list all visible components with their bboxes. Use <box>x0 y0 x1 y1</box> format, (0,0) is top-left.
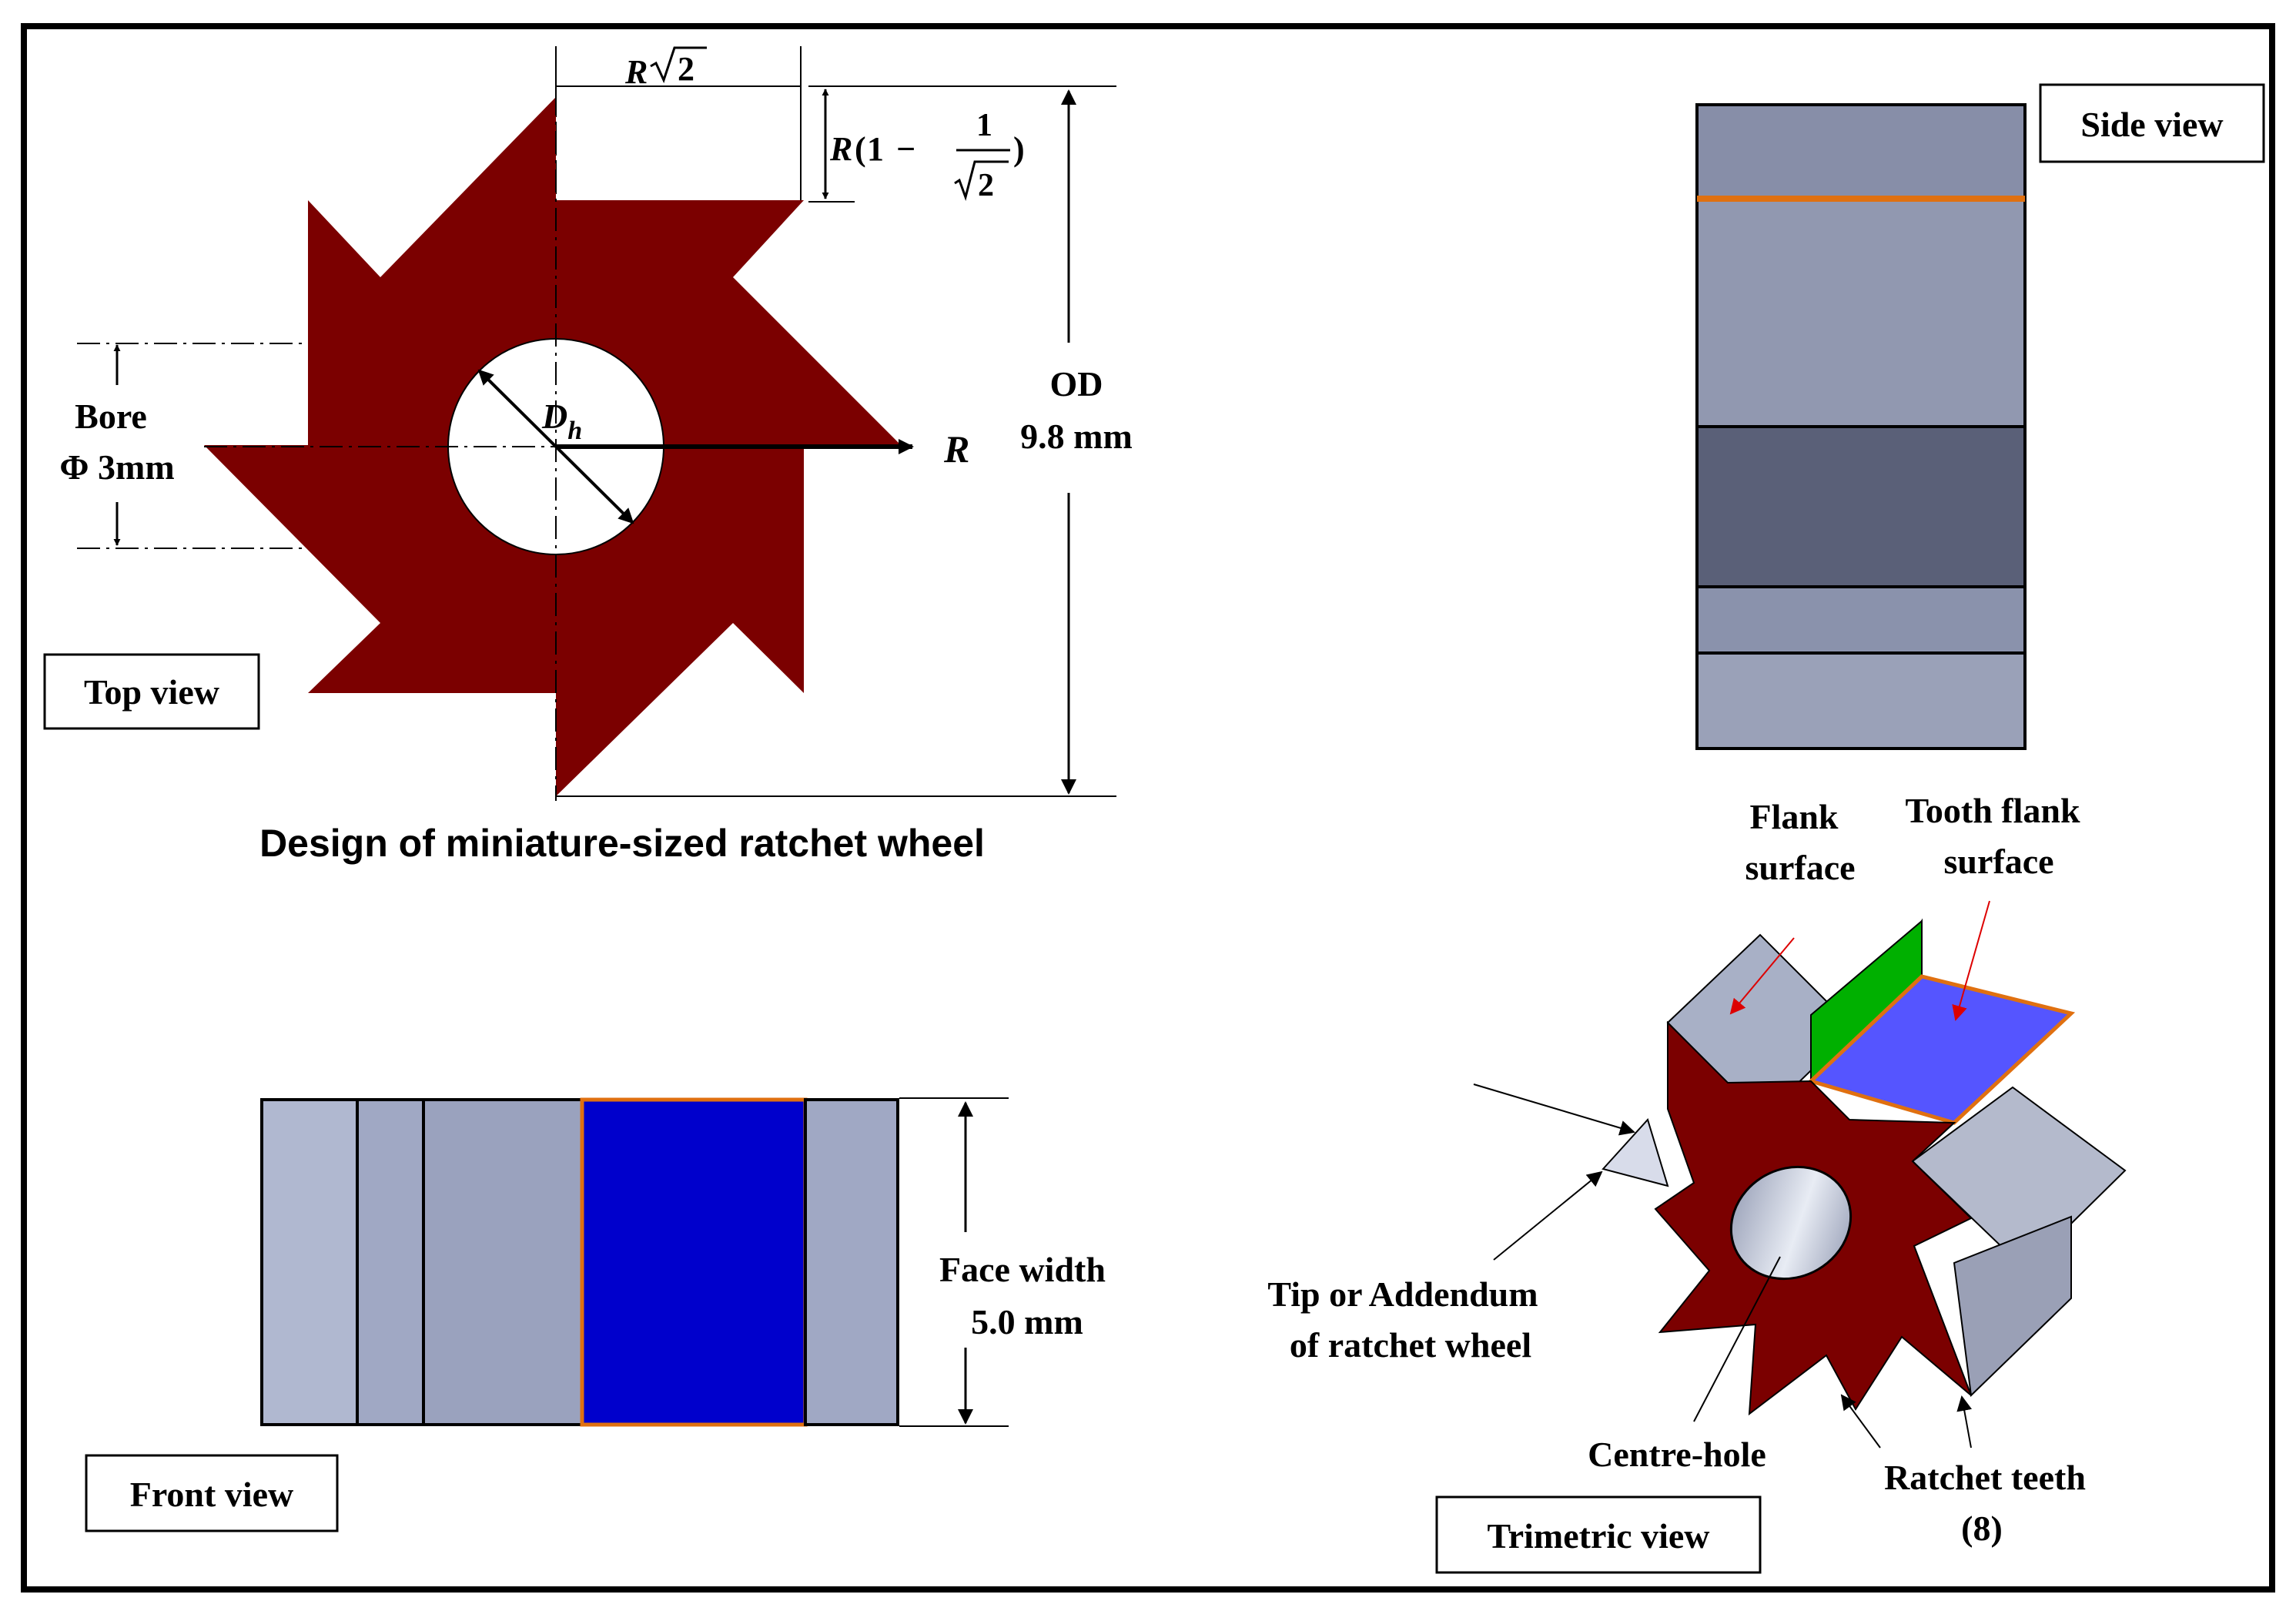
bore-value: Φ 3mm <box>59 447 174 487</box>
dh-label: Dh <box>541 397 582 445</box>
r-sqrt2-label: R 2 <box>624 46 707 91</box>
tooth-flank-label-2: surface <box>1943 842 2053 881</box>
side-view-label: Side view <box>2080 105 2223 144</box>
od-value: 9.8 mm <box>1020 417 1133 456</box>
tip-label-1: Tip or Addendum <box>1267 1274 1538 1314</box>
svg-text:2: 2 <box>678 50 694 88</box>
ratchet-teeth-label-1: Ratchet teeth <box>1884 1458 2086 1497</box>
svg-text:R: R <box>624 53 648 91</box>
svg-text:): ) <box>1013 130 1025 168</box>
flank-label-2: surface <box>1745 848 1855 887</box>
centre-hole <box>1729 1165 1853 1281</box>
svg-text:(: ( <box>855 130 866 168</box>
front-view-box <box>85 1454 339 1532</box>
top-view-label: Top view <box>84 672 219 712</box>
face-width-value: 5.0 mm <box>971 1302 1083 1341</box>
od-label: OD <box>1050 364 1103 404</box>
svg-text:2: 2 <box>978 168 994 203</box>
radius-label: R <box>943 427 969 471</box>
svg-text:−: − <box>896 130 915 168</box>
top-view: Dh R R 2 R ( 1 − 1 2 ) <box>43 46 1133 865</box>
tooth-flank-blue <box>1807 974 2076 1125</box>
front-view-label: Front view <box>130 1475 294 1514</box>
figure-caption: Design of miniature-sized ratchet wheel <box>259 822 985 865</box>
trimetric-view-box <box>1435 1495 1762 1574</box>
r-one-minus-label: R ( 1 − 1 2 ) <box>829 108 1025 203</box>
bore-label: Bore <box>75 397 147 436</box>
side-view-box <box>2039 83 2265 163</box>
face-blue <box>580 1097 808 1427</box>
trimetric-view-label: Trimetric view <box>1487 1516 1709 1556</box>
svg-text:1: 1 <box>867 130 884 168</box>
face-width-label: Face width <box>939 1250 1106 1289</box>
top-view-box <box>43 653 260 730</box>
figure-border <box>21 23 2275 1593</box>
flank-label-1: Flank <box>1749 797 1838 836</box>
tooth-flank-label-1: Tooth flank <box>1905 791 2080 830</box>
side-view: Side view <box>1695 83 2265 750</box>
svg-text:R: R <box>829 130 852 168</box>
svg-text:1: 1 <box>976 108 992 143</box>
front-view: Face width 5.0 mm Front view <box>85 1097 1106 1532</box>
ratchet-teeth-label-2: (8) <box>1961 1509 2003 1548</box>
trimetric-view: Flank surface Tooth flank surface Tip or… <box>1267 791 2127 1574</box>
centre-hole-label: Centre-hole <box>1588 1435 1766 1474</box>
tip-label-2: of ratchet wheel <box>1290 1325 1531 1365</box>
